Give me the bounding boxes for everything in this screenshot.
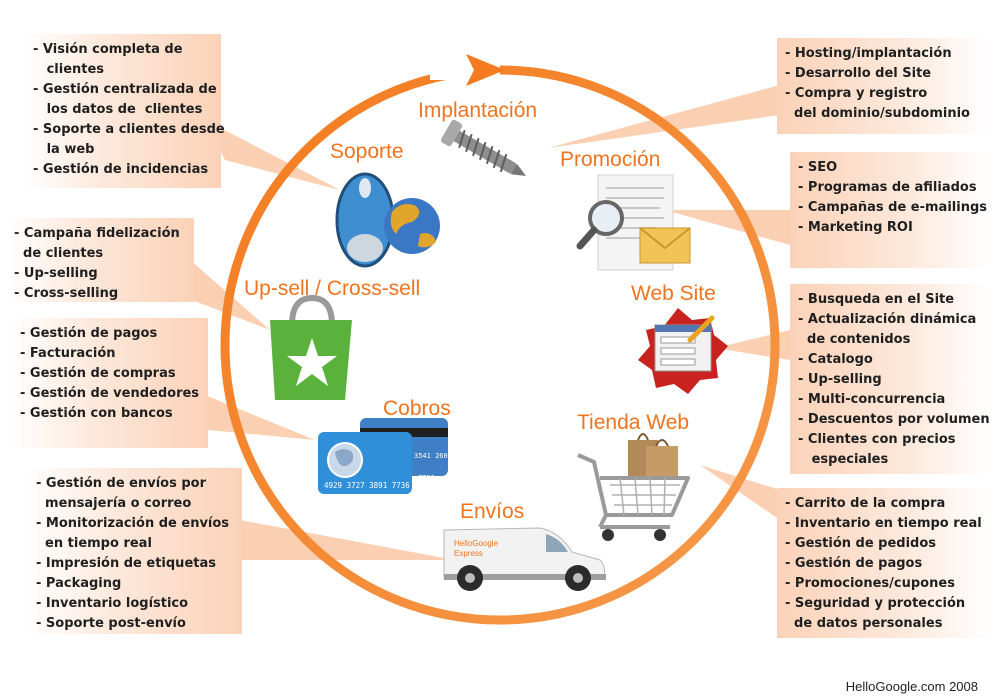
feature-item: - Campañas de e-mailings [798, 200, 987, 215]
feature-item: - Gestión de pagos [785, 556, 923, 571]
shopping-cart-icon [577, 433, 690, 541]
feature-item: - Cross-selling [14, 286, 119, 301]
feature-item: - Campaña fidelización [14, 226, 180, 241]
card-number: 4929 3727 3891 7736 [324, 481, 410, 490]
feature-item: mensajería o correo [36, 496, 192, 511]
feature-item: - Programas de afiliados [798, 180, 977, 195]
credit-card-icon: 4929 3727 3891 7736 3541 260 7736 [318, 418, 448, 494]
feature-item: - Soporte a clientes desde [33, 122, 225, 137]
mouse-globe-icon [335, 172, 440, 268]
stage-upsell: Up-sell / Cross-sell [244, 277, 421, 300]
feature-box-upsell: - Campaña fidelización de clientes - Up-s… [6, 218, 194, 302]
feature-item: en tiempo real [36, 536, 152, 551]
feature-item: del dominio/subdominio [785, 106, 970, 121]
screw-icon [440, 119, 527, 176]
feature-item: - Compra y registro [785, 86, 928, 101]
card-number-back-2: 7736 [418, 474, 435, 482]
feature-item: - Impresión de etiquetas [36, 556, 216, 571]
connector-promocion [665, 210, 790, 245]
stage-envios: Envíos [460, 500, 525, 523]
feature-item: - Multi-concurrencia [798, 392, 946, 407]
feature-item: - Desarrollo del Site [785, 66, 932, 81]
feature-item: - Catalogo [798, 352, 873, 367]
stage-cobros: Cobros [383, 397, 451, 420]
connector-implantacion [548, 85, 780, 148]
footer-credit: HelloGoogle.com 2008 [845, 679, 978, 694]
feature-item: clientes [33, 62, 105, 77]
feature-item: - Gestión de envíos por [36, 476, 207, 491]
feature-item: - Carrito de la compra [785, 496, 946, 511]
feature-box-soporte: - Visión completa de clientes - Gestión c… [25, 34, 225, 188]
stage-soporte: Soporte [330, 140, 404, 163]
feature-item: - Busqueda en el Site [798, 292, 955, 307]
connector-tiendaweb [700, 465, 780, 520]
feature-item: especiales [798, 452, 889, 467]
feature-item: los datos de clientes [33, 102, 203, 117]
feature-item: - Gestión de incidencias [33, 162, 209, 177]
van-label-line-2: Express [454, 549, 483, 558]
feature-item: - Gestión centralizada de [33, 82, 217, 97]
shopping-bag-icon [270, 294, 352, 400]
feature-box-cobros: - Gestión de pagos - Facturación - Gestión… [12, 318, 208, 448]
feature-item: - SEO [798, 160, 838, 175]
feature-item: - Descuentos por volumen [798, 412, 990, 427]
feature-item: de datos personales [785, 616, 943, 631]
connector-cobros [205, 395, 315, 440]
cycle-arrow-head [466, 54, 505, 86]
connector-soporte [205, 120, 340, 190]
feature-item: - Gestión de pagos [20, 326, 158, 341]
feature-box-envios: - Gestión de envíos por mensajería o cor… [28, 468, 242, 634]
feature-item: - Gestión de pedidos [785, 536, 937, 551]
delivery-van-icon: HelloGoogle Express [443, 527, 606, 591]
feature-item: - Inventario logístico [36, 596, 189, 611]
van-label-line-1: HelloGoogle [454, 539, 499, 548]
feature-box-website: - Busqueda en el Site - Actualización din… [790, 284, 990, 474]
feature-item: - Actualización dinámica [798, 312, 977, 327]
web-form-icon [638, 308, 728, 394]
feature-item: - Clientes con precios [798, 432, 956, 447]
card-number-back: 3541 260 [414, 452, 448, 460]
feature-item: - Packaging [36, 576, 122, 591]
feature-item: la web [33, 142, 95, 157]
feature-item: - Soporte post-envío [36, 616, 186, 631]
feature-item: - Monitorización de envíos [36, 516, 230, 531]
magnifier-document-icon [576, 174, 691, 271]
feature-item: - Visión completa de [33, 42, 183, 57]
feature-item: de clientes [14, 246, 104, 261]
feature-item: - Up-selling [14, 266, 98, 281]
feature-item: - Gestión de compras [20, 366, 176, 381]
stage-promocion: Promoción [560, 148, 661, 171]
feature-item: de contenidos [798, 332, 911, 347]
feature-item: - Facturación [20, 346, 116, 361]
feature-item: - Up-selling [798, 372, 882, 387]
feature-box-tiendaweb: - Carrito de la compra - Inventario en ti… [777, 488, 991, 638]
feature-item: - Promociones/cupones [785, 576, 955, 591]
feature-item: - Gestión con bancos [20, 406, 173, 421]
feature-box-promocion: - SEO - Programas de afiliados - Campañas … [790, 152, 990, 268]
feature-item: - Inventario en tiempo real [785, 516, 982, 531]
stage-website: Web Site [631, 282, 716, 305]
feature-box-implantacion: - Hosting/implantación - Desarrollo del S… [777, 38, 989, 134]
feature-item: - Seguridad y protección [785, 596, 966, 611]
connector-envios [240, 520, 455, 560]
feature-item: - Marketing ROI [798, 220, 913, 235]
stage-implantacion: Implantación [418, 99, 538, 122]
feature-item: - Gestión de vendedores [20, 386, 200, 401]
stage-tiendaweb: Tienda Web [577, 411, 690, 434]
feature-item: - Hosting/implantación [785, 46, 952, 61]
